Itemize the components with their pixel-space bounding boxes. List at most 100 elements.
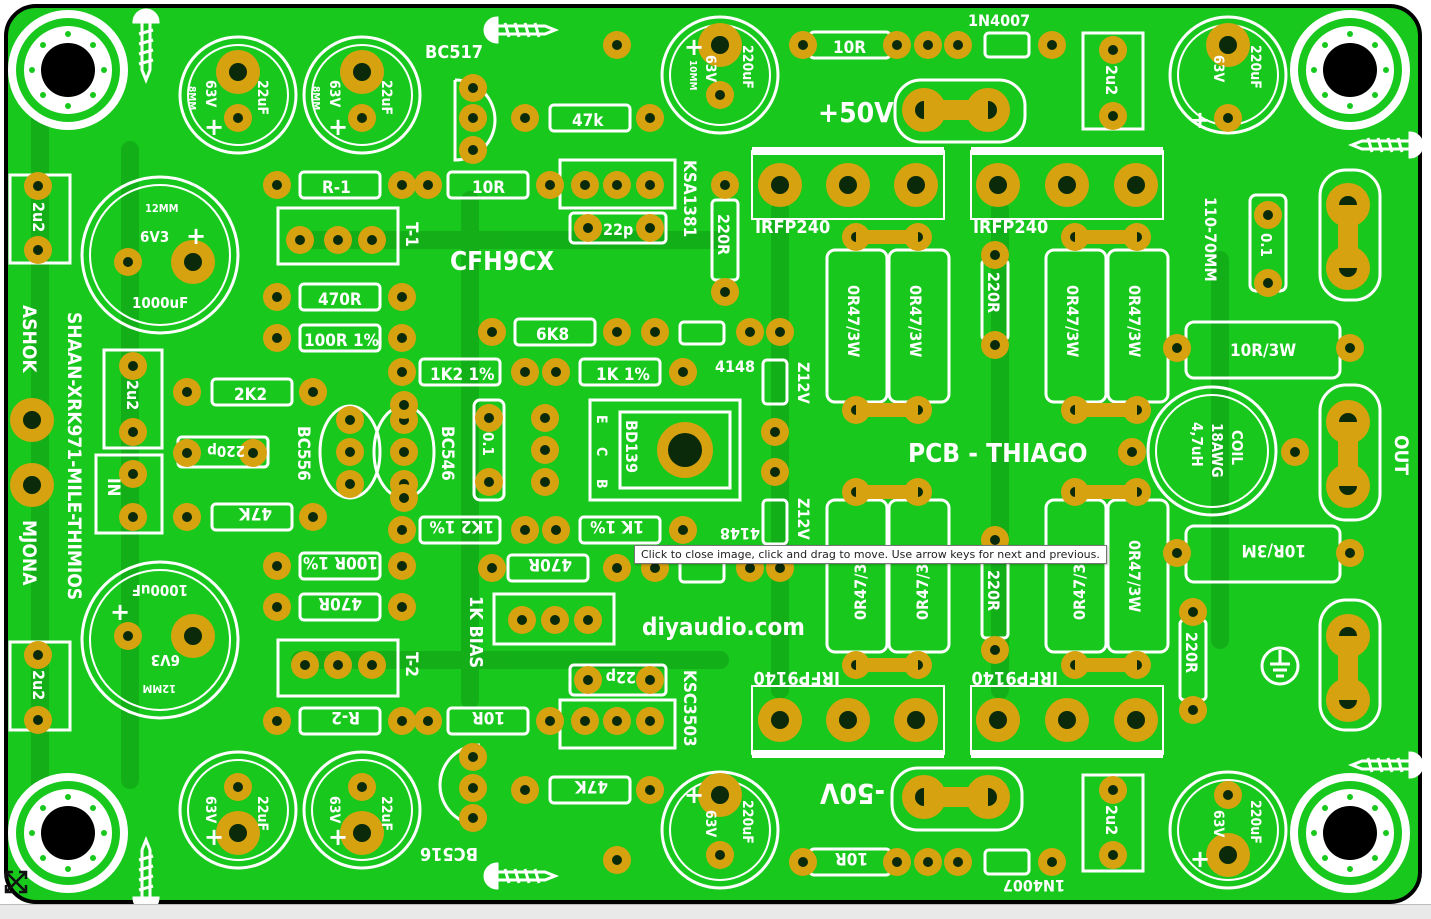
credit-line: SHAAN-XRK971-MILE-THIMIOS — [63, 312, 85, 600]
cap-10mm-a: 10MM — [687, 60, 698, 90]
website-label: diyaudio.com — [642, 613, 805, 641]
bc546-label: BC546 — [437, 426, 457, 481]
cap-220uf-c: 220uF — [739, 800, 755, 844]
irfp240-left-label: IRFP240 — [755, 217, 830, 238]
bc516-label: BC516 — [420, 843, 478, 864]
res-10r-2: 10R — [833, 38, 866, 58]
cap-2u2-d: 2u2 — [1102, 65, 1121, 95]
model-label: CFH9CX — [450, 247, 554, 277]
cap-8mm-a: 8MM — [186, 86, 197, 110]
bd139-pin-b: B — [593, 479, 609, 489]
res-1k2-top: 1K2 1% — [430, 365, 494, 385]
cap-22uf-b: 22uF — [378, 80, 394, 115]
res-47k-bottom: 47K — [574, 776, 608, 796]
cap-22p-top: 22p — [603, 220, 633, 239]
irfp9140-left-label: IRFP9140 — [754, 667, 841, 688]
cap-6v3-bottom: 6V3 — [151, 651, 180, 669]
res-1k2-bottom: 1K2 1% — [430, 516, 494, 536]
trimmer-t1: T-1 — [401, 222, 421, 247]
ground-icon — [1260, 646, 1300, 686]
rail-negative: -50V — [819, 777, 885, 810]
coil-label: COIL — [1228, 430, 1246, 465]
expand-arrows-icon[interactable] — [0, 866, 32, 898]
bd139-pin-e: E — [593, 415, 609, 424]
res-470r-bottom: 470R — [528, 554, 572, 574]
irfp240-right-label: IRFP240 — [973, 217, 1048, 238]
cap-6v3-top: 6V3 — [140, 228, 169, 246]
bc517-label: BC517 — [425, 42, 483, 63]
diode-1n4007-bottom: 1N4007 — [1003, 876, 1065, 895]
svg-text:+: + — [684, 33, 704, 61]
res-0r47-2: 0R47/3W — [906, 285, 925, 357]
cap-220uf-d: 220uF — [1247, 800, 1263, 844]
svg-text:+: + — [1190, 106, 1210, 134]
cap-1000uf-bottom: 1000uF — [132, 581, 188, 599]
res-6k8: 6K8 — [536, 325, 569, 345]
res-1k-bottom: 1K 1% — [590, 516, 644, 536]
bd139-label: BD139 — [622, 420, 641, 473]
cap-63v-c: 63V — [202, 796, 218, 824]
coil-value: 4,7uH — [1188, 422, 1206, 467]
irfp9140-right-label: IRFP9140 — [972, 667, 1059, 688]
cap-22uf-d: 22uF — [378, 796, 394, 831]
res-r1: R-1 — [322, 178, 351, 198]
svg-text:+: + — [110, 598, 130, 626]
res-100r-bottom: 100R 1% — [303, 552, 378, 572]
svg-text:+: + — [684, 781, 704, 809]
res-47k-mid: 47K — [238, 503, 272, 523]
cap-22uf-c: 22uF — [254, 796, 270, 831]
spacing-label: 110-70MM — [1201, 197, 1220, 282]
zener-bottom: Z12V — [794, 498, 813, 540]
cap-22uf-a: 22uF — [254, 80, 270, 115]
coil-gauge: 18AWG — [1208, 423, 1226, 478]
pcb-title: PCB - THIAGO — [908, 439, 1088, 469]
ksa1381-label: KSA1381 — [679, 160, 699, 237]
svg-text:+: + — [328, 823, 348, 851]
cap-63v-e: 63V — [702, 55, 718, 83]
res-10r-3: 10R — [472, 707, 505, 727]
image-viewer-tooltip: Click to close image, click and drag to … — [634, 545, 1107, 564]
res-0r47-6: 0R47/3W — [913, 548, 932, 620]
viewer-bottom-strip — [0, 904, 1431, 919]
res-220r-b: 220R — [984, 272, 1003, 313]
res-r2: R-2 — [331, 707, 360, 727]
cap-63v-b: 63V — [326, 80, 342, 108]
res-0r47-1: 0R47/3W — [844, 285, 863, 357]
cap-0-1-right: 0.1 — [1257, 233, 1275, 257]
cap-63v-d: 63V — [326, 796, 342, 824]
res-0r47-8: 0R47/3W — [1125, 540, 1144, 612]
res-0r47-7: 0R47/3W — [1070, 548, 1089, 620]
cap-8mm-b: 8MM — [310, 86, 321, 110]
in-label: IN — [103, 478, 123, 497]
svg-text:+: + — [328, 113, 348, 141]
cap-12mm-top: 12MM — [145, 202, 178, 215]
cap-63v-h: 63V — [1210, 810, 1226, 838]
res-10r3w-top: 10R/3W — [1230, 341, 1296, 361]
cap-12mm-bottom: 12MM — [143, 682, 176, 695]
credit-name-mjona: MJONA — [18, 520, 40, 586]
cap-2u2-c: 2u2 — [123, 380, 142, 410]
svg-text:+: + — [1190, 845, 1210, 873]
cap-2u2-a: 2u2 — [29, 202, 48, 232]
res-220r-d: 220R — [1182, 632, 1201, 673]
res-47k-top: 47k — [572, 111, 604, 131]
bd139-pin-c: C — [593, 447, 609, 456]
cap-0-1-mid: 0.1 — [479, 432, 497, 456]
cap-2u2-b: 2u2 — [29, 670, 48, 700]
credit-name-ashok: ASHOK — [18, 305, 40, 373]
cap-2u2-e: 2u2 — [1102, 805, 1121, 835]
diode-4148-top: 4148 — [715, 357, 755, 376]
ksc3503-label: KSC3503 — [679, 670, 699, 747]
diode-4148-bottom: 4148 — [720, 524, 760, 543]
zener-top: Z12V — [794, 362, 813, 404]
cap-1000uf-top: 1000uF — [132, 294, 188, 312]
res-470r-top: 470R — [318, 290, 362, 310]
res-2k2: 2K2 — [234, 385, 267, 405]
cap-220uf-b: 220uF — [1247, 45, 1263, 89]
res-100r-top: 100R 1% — [304, 331, 379, 351]
res-10r3w-bottom: 10R/3M — [1241, 540, 1306, 560]
cap-22p-bottom: 22p — [606, 668, 636, 687]
cap-63v-a: 63V — [202, 80, 218, 108]
bc556-label: BC556 — [293, 426, 313, 481]
